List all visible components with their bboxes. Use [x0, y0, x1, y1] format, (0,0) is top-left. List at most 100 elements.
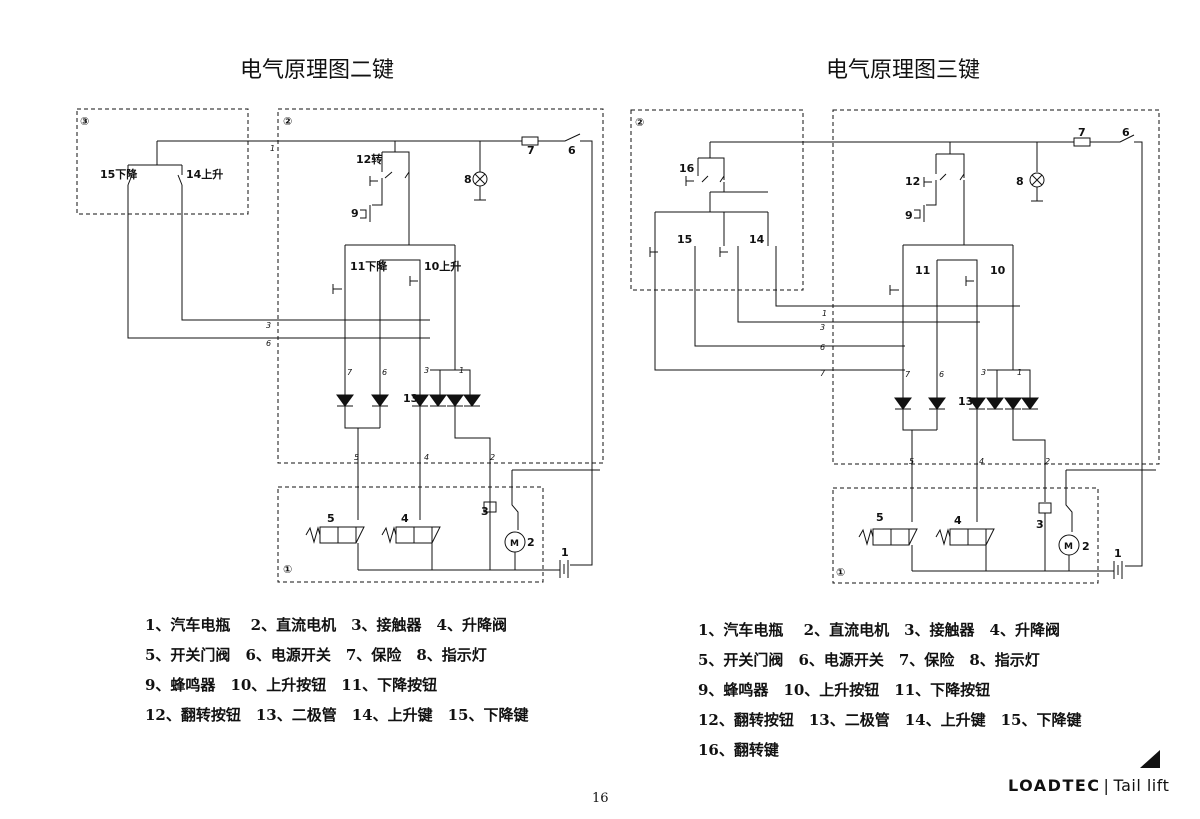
- ground-bus: [912, 555, 1114, 572]
- button-wires: [902, 286, 1014, 398]
- remote-wires: [654, 246, 1020, 371]
- legend-line: 12、翻转按钮 13、二极管 14、上升键 15、下降键: [145, 706, 529, 724]
- right-fuse-label: 7: [1078, 126, 1086, 139]
- right-legend: 1、汽车电瓶 2、直流电机 3、接触器 4、升降阀 5、开关门阀 6、电源开关 …: [698, 615, 1082, 765]
- left-fuse-label: 7: [527, 144, 535, 157]
- button-bus: [344, 244, 456, 285]
- left-wire-label: 6: [382, 368, 387, 377]
- left-diagram-title: 电气原理图二键: [240, 58, 395, 83]
- box-control: [832, 109, 1160, 465]
- right-down-key-label: 15: [677, 233, 692, 246]
- remote-push: [649, 247, 728, 257]
- left-wire-label: 1: [459, 366, 464, 375]
- button-bus: [889, 244, 1014, 295]
- left-buzzer-label: 9: [351, 207, 359, 220]
- right-lamp-label: 8: [1016, 175, 1024, 188]
- right-up-key-label: 14: [749, 233, 765, 246]
- left-wire-label: 1: [270, 144, 275, 153]
- diode-outputs: [902, 409, 1046, 502]
- left-motor-symbol-text: M: [510, 539, 519, 549]
- box-3-remote: [76, 108, 249, 215]
- right-diode-label: 13: [958, 395, 973, 408]
- remote-tilt-key: [685, 142, 725, 186]
- diode-bus: [419, 369, 471, 395]
- right-wire-label: 7: [820, 369, 826, 378]
- box-2-remote: [630, 109, 804, 291]
- right-tilt-key-label: 16: [679, 162, 695, 175]
- right-wire-label: 3: [981, 368, 986, 377]
- fuse-symbol: [1073, 137, 1091, 147]
- left-motor-label: 2: [527, 536, 535, 549]
- right-down-button-label: 11: [915, 264, 930, 277]
- buzzer-symbol: [360, 178, 383, 222]
- left-down-button-label: 11下降: [350, 259, 388, 273]
- lamp-ground: [1031, 174, 1043, 202]
- legend-line: 1、汽车电瓶 2、直流电机 3、接触器 4、升降阀: [698, 621, 1060, 639]
- right-switch-label: 6: [1122, 126, 1130, 139]
- diode-bus: [976, 369, 1031, 398]
- right-tilt-button-label: 12: [905, 175, 920, 188]
- right-wire-label: 6: [939, 370, 944, 379]
- left-tilt-button-label: 12转: [356, 152, 382, 166]
- valve-ground: [911, 545, 987, 571]
- left-diode-label: 13: [403, 392, 418, 405]
- tilt-button-symbol: [923, 142, 965, 187]
- valve-ground: [357, 543, 433, 570]
- right-wire-label: 5: [909, 457, 914, 466]
- right-wire-label: 1: [1017, 368, 1022, 377]
- right-wire-label: 7: [905, 370, 911, 379]
- button-wires: [344, 285, 456, 395]
- box-1-power: [277, 486, 544, 583]
- remote-wires: [127, 185, 420, 339]
- left-lamp-label: 8: [464, 173, 472, 186]
- left-wire-label: 4: [424, 453, 429, 462]
- left-valve5-label: 5: [327, 512, 335, 525]
- battery-symbol: [1113, 561, 1123, 579]
- left-box1-label: ①: [283, 563, 292, 576]
- fuse-symbol: [521, 136, 539, 146]
- left-battery-label: 1: [561, 546, 569, 559]
- legend-line: 16、翻转键: [698, 741, 779, 759]
- brand-separator: |: [1103, 776, 1111, 795]
- valve-5-detail: [858, 528, 918, 546]
- valve-4-detail: [381, 526, 441, 544]
- supply-wire: [710, 134, 1143, 567]
- contactor-wires: [489, 469, 600, 570]
- left-contactor-label: 3: [481, 505, 489, 518]
- legend-line: 9、蜂鸣器 10、上升按钮 11、下降按钮: [698, 681, 991, 699]
- remote-switch-contacts: [127, 174, 183, 186]
- right-wire-label: 3: [820, 323, 825, 332]
- brand-logo: LOADTEC|Tail lift: [1008, 776, 1169, 795]
- legend-line: 5、开关门阀 6、电源开关 7、保险 8、指示灯: [145, 646, 487, 664]
- left-wire-label: 3: [266, 321, 271, 330]
- valve-wires: [357, 428, 491, 520]
- left-box3-label: ③: [80, 115, 89, 128]
- left-wire-label: 7: [347, 368, 353, 377]
- tilt-button-symbol: [381, 141, 410, 179]
- right-box2-label: ②: [635, 116, 644, 129]
- diode-symbols: [894, 397, 1039, 410]
- right-valve4-label: 4: [954, 514, 962, 527]
- contactor-symbol: [1038, 502, 1052, 514]
- legend-line: 9、蜂鸣器 10、上升按钮 11、下降按钮: [145, 676, 438, 694]
- legend-line: 5、开关门阀 6、电源开关 7、保险 8、指示灯: [698, 651, 1040, 669]
- buzzer-symbol: [914, 180, 965, 245]
- ground-bus: [358, 552, 560, 571]
- remote-bus: [654, 182, 769, 246]
- brand-product: Tail lift: [1113, 776, 1170, 795]
- left-valve4-label: 4: [401, 512, 409, 525]
- left-wire-label: 2: [490, 453, 495, 462]
- box-2-control: [277, 108, 604, 464]
- right-circuit: [630, 109, 1160, 584]
- left-switch-label: 6: [568, 144, 576, 157]
- diode-symbols: [336, 394, 481, 407]
- legend-line: 1、汽车电瓶 2、直流电机 3、接触器 4、升降阀: [145, 616, 507, 634]
- right-wire-label: 2: [1045, 457, 1050, 466]
- remote-bus: [127, 141, 183, 175]
- right-wire-label: 1: [822, 309, 827, 318]
- right-box1-label: ①: [836, 566, 845, 579]
- diode-outputs: [344, 406, 491, 500]
- legend-line: 12、翻转按钮 13、二极管 14、上升键 15、下降键: [698, 711, 1082, 729]
- lamp-ground: [474, 173, 486, 201]
